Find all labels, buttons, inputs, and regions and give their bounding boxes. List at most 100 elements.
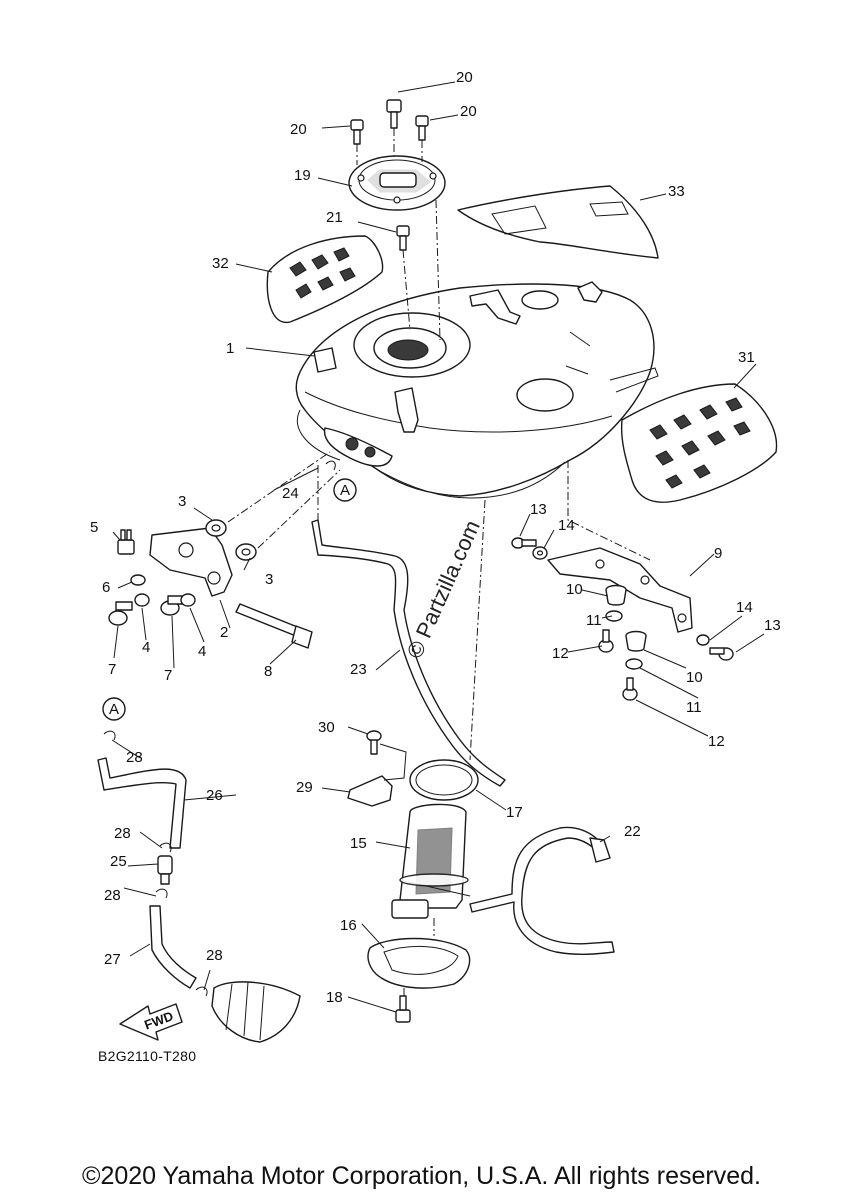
callout-labels: 1 2 3 3 4 4 5 6 7 7 8 9 10 10 11 11 12 1…	[90, 69, 781, 1006]
side-cover-32[interactable]	[266, 235, 384, 323]
clip-28-b[interactable]	[159, 842, 172, 853]
diagram-code: B2G2110-T280	[98, 1048, 197, 1064]
callout-11-lower: 11	[686, 699, 702, 716]
marker-a-top-label: A	[340, 482, 350, 499]
bolt-13-upper[interactable]	[511, 537, 537, 549]
callout-18: 18	[326, 989, 343, 1006]
bolt-30[interactable]	[366, 730, 382, 755]
sensor-5[interactable]	[117, 529, 135, 555]
fuel-tank[interactable]	[295, 281, 659, 499]
bolt-12-lower[interactable]	[622, 677, 638, 701]
o-ring-17[interactable]	[409, 759, 479, 801]
callout-32: 32	[212, 255, 229, 272]
bolt-13-lower[interactable]	[709, 647, 734, 661]
callout-24: 24	[282, 485, 299, 502]
bolt-18[interactable]	[395, 995, 411, 1023]
bolt-7-left[interactable]	[108, 601, 133, 626]
callout-27: 27	[104, 951, 121, 968]
cover-33[interactable]	[457, 185, 659, 259]
rear-bracket-9[interactable]	[547, 547, 693, 633]
callout-19: 19	[294, 167, 311, 184]
callout-7-center: 7	[164, 667, 172, 684]
forward-direction-arrow: FWD	[119, 1003, 183, 1041]
callout-4-left: 4	[142, 639, 150, 656]
watermark: © Partzilla.com	[402, 516, 485, 662]
callout-2: 2	[220, 624, 228, 641]
callout-20-left: 20	[290, 121, 307, 138]
callout-12-upper: 12	[552, 645, 569, 662]
collar-11-lower[interactable]	[625, 658, 643, 670]
bolt-20-left[interactable]	[350, 119, 364, 145]
callout-28-c: 28	[104, 887, 121, 904]
callout-9: 9	[714, 545, 722, 562]
callout-20-top: 20	[456, 69, 473, 86]
callout-13-upper: 13	[530, 501, 547, 518]
copyright-notice: ©2020 Yamaha Motor Corporation, U.S.A. A…	[82, 1162, 761, 1190]
fuel-hose-22[interactable]	[469, 826, 615, 955]
damper-10-upper[interactable]	[605, 584, 627, 606]
washer-14-upper[interactable]	[532, 546, 548, 560]
long-bolt-8[interactable]	[235, 603, 313, 649]
fuel-tank-parts-diagram: FWD © Partzilla.com 1 2 3 3 4 4 5 6 7 7 …	[90, 69, 781, 1043]
clip-28-a[interactable]	[103, 730, 116, 741]
leader-lines	[111, 81, 765, 1013]
damper-3-lower[interactable]	[235, 543, 257, 561]
collar-11-upper[interactable]	[605, 610, 623, 622]
clip-28-c[interactable]	[155, 888, 168, 899]
damper-3-upper[interactable]	[205, 519, 227, 537]
hose-26[interactable]	[97, 757, 187, 849]
callout-1: 1	[226, 340, 234, 357]
callout-23: 23	[350, 661, 367, 678]
callout-14-upper: 14	[558, 517, 575, 534]
fuel-filter	[211, 981, 301, 1043]
callout-14-lower: 14	[736, 599, 753, 616]
breather-hose-23[interactable]	[311, 519, 506, 787]
collar-4-left[interactable]	[134, 593, 150, 607]
callout-12-lower: 12	[708, 733, 725, 750]
fuel-pump-15[interactable]	[391, 803, 471, 919]
clip-24[interactable]	[325, 460, 336, 471]
callout-25: 25	[110, 853, 127, 870]
callout-7-left: 7	[108, 661, 116, 678]
callout-20-right: 20	[460, 103, 477, 120]
callout-5: 5	[90, 519, 98, 536]
callout-3-upper: 3	[178, 493, 186, 510]
bracket-29[interactable]	[347, 743, 407, 807]
callout-10-lower: 10	[686, 669, 703, 686]
callout-4-center: 4	[198, 643, 206, 660]
plate-16[interactable]	[367, 937, 471, 989]
callout-21: 21	[326, 209, 343, 226]
collar-4-center[interactable]	[180, 593, 196, 607]
callout-10-upper: 10	[566, 581, 583, 598]
callout-30: 30	[318, 719, 335, 736]
side-cover-31[interactable]	[620, 383, 778, 503]
reference-marker-a-bottom	[102, 697, 126, 721]
callout-3-lower: 3	[265, 571, 273, 588]
damper-10-lower[interactable]	[625, 630, 647, 652]
callout-33: 33	[668, 183, 685, 200]
hose-27[interactable]	[149, 905, 197, 989]
bolt-20-center[interactable]	[386, 99, 402, 129]
callout-26: 26	[206, 787, 223, 804]
clip-28-d[interactable]	[195, 986, 208, 997]
callout-31: 31	[738, 349, 755, 366]
callout-16: 16	[340, 917, 357, 934]
callout-15: 15	[350, 835, 367, 852]
washer-14-lower[interactable]	[696, 634, 710, 646]
callout-29: 29	[296, 779, 313, 796]
bolt-20-right[interactable]	[415, 115, 429, 141]
callout-22: 22	[624, 823, 641, 840]
callout-13-lower: 13	[764, 617, 781, 634]
callout-6: 6	[102, 579, 110, 596]
bolt-21[interactable]	[396, 225, 410, 251]
front-bracket-2[interactable]	[149, 527, 233, 597]
callout-28-a: 28	[126, 749, 143, 766]
callout-28-d: 28	[206, 947, 223, 964]
joint-25[interactable]	[157, 855, 173, 885]
callout-17: 17	[506, 804, 523, 821]
callout-11-upper: 11	[586, 612, 602, 629]
bolt-12-upper[interactable]	[598, 629, 614, 653]
collar-6[interactable]	[130, 574, 146, 586]
marker-a-bottom-label: A	[109, 701, 119, 718]
filler-cap-plate[interactable]	[348, 155, 446, 211]
